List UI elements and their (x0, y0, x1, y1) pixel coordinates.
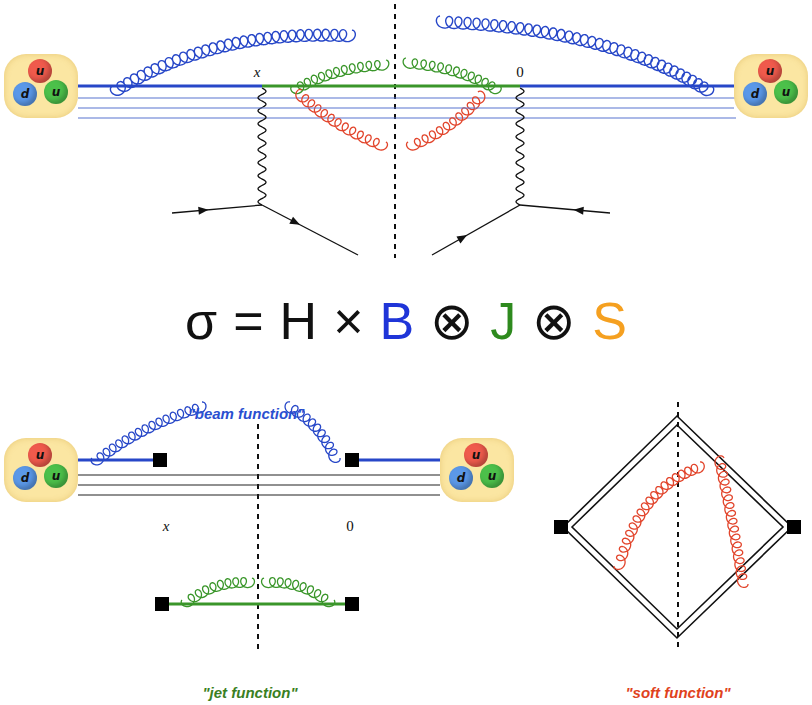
vertex-label: x (163, 518, 170, 535)
gluon (262, 578, 335, 607)
vertex-square (345, 597, 359, 611)
formula-symbol: B (380, 295, 415, 347)
gluon (614, 462, 704, 570)
lepton-line (262, 205, 358, 255)
spectator-line (78, 494, 440, 495)
cut-line (394, 4, 396, 258)
lepton-line (520, 205, 610, 213)
formula-symbol: H (280, 295, 318, 347)
quark-line (78, 458, 160, 461)
proton-blob: udu (4, 54, 78, 118)
photon (258, 88, 266, 205)
formula-symbol: ⊗ (430, 295, 474, 347)
formula-symbol: ⊗ (532, 295, 576, 347)
quark-label: d (13, 466, 37, 490)
spectator-connector (78, 107, 734, 108)
photon (516, 88, 524, 205)
quark-label: u (774, 80, 798, 104)
spectator-line (78, 474, 440, 475)
quark-label: d (449, 466, 473, 490)
spectator-line (78, 117, 736, 118)
function-title: "soft function" (625, 684, 730, 701)
vertex-label: 0 (346, 518, 354, 535)
quark-label: u (28, 443, 52, 467)
spectator-line (78, 97, 736, 98)
quark-label: u (758, 59, 782, 83)
formula-symbol: = (233, 295, 263, 347)
gluon (291, 60, 389, 94)
quark-label: u (464, 443, 488, 467)
formula-symbol: σ (185, 295, 217, 347)
vertex-square (554, 520, 568, 534)
quark-label: u (28, 59, 52, 83)
fermion-arrow (456, 232, 469, 244)
wilson-line (572, 425, 783, 629)
function-title: "beam function" (188, 405, 305, 422)
quark-label: d (13, 82, 37, 106)
vertex-square (345, 453, 359, 467)
fermion-arrow (289, 217, 302, 229)
gluon (715, 456, 748, 588)
function-title: "jet function" (202, 684, 297, 701)
spectator-connector (78, 484, 440, 485)
vertex-label: 0 (516, 64, 524, 81)
formula-symbol: S (592, 295, 627, 347)
cut-line (677, 402, 679, 652)
gluon (436, 16, 713, 95)
quark-label: u (44, 464, 68, 488)
gluon (407, 91, 485, 150)
formula: σ = H × B ⊗ J ⊗ S (0, 288, 812, 354)
lepton-line (432, 205, 520, 255)
formula-symbol: J (490, 295, 516, 347)
wilson-line (563, 416, 792, 638)
proton-blob: udu (734, 54, 808, 118)
quark-line (352, 458, 440, 461)
gluon (181, 578, 254, 607)
quark-label: d (743, 82, 767, 106)
proton-blob: udu (440, 438, 514, 502)
lepton-line (172, 205, 262, 213)
vertex-label: x (254, 64, 261, 81)
gluon (403, 58, 501, 94)
quark-label: u (480, 464, 504, 488)
vertex-square (787, 520, 801, 534)
cut-line (257, 424, 259, 652)
fermion-arrow (198, 206, 209, 215)
quark-label: u (44, 80, 68, 104)
fermion-arrow (573, 206, 584, 215)
vertex-square (155, 597, 169, 611)
vertex-square (153, 453, 167, 467)
proton-blob: udu (4, 438, 78, 502)
quark-line (78, 84, 262, 87)
gluon (110, 29, 355, 95)
formula-symbol: × (333, 295, 363, 347)
quark-line (520, 84, 736, 87)
gluon (296, 89, 388, 150)
